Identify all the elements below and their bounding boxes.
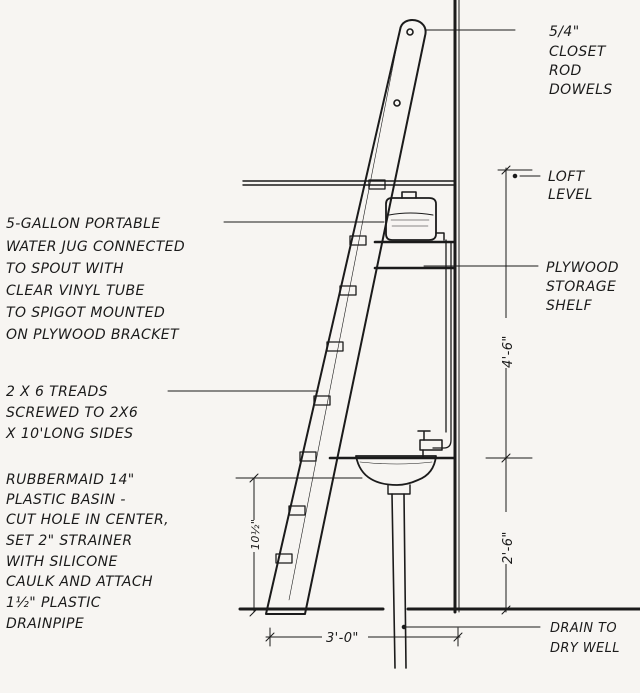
label-shelf-line: SHELF <box>546 298 593 314</box>
label-basin-line: SET 2" STRAINER <box>6 533 132 549</box>
dowel-top <box>406 28 414 36</box>
plastic-basin <box>355 455 437 486</box>
label-treads: 2 X 6 TREADS SCREWED TO 2X6 X 10'LONG SI… <box>5 384 138 442</box>
dim-basin-height: 10½" <box>249 519 262 550</box>
label-loft-line: LOFT <box>548 169 586 185</box>
label-treads-line: 2 X 6 TREADS <box>6 384 108 400</box>
dim-mask-upper <box>496 318 516 368</box>
dim-mask-basin <box>245 520 263 552</box>
label-drain: DRAIN TO DRY WELL <box>550 621 620 656</box>
label-shelf-line: STORAGE <box>546 279 616 295</box>
label-drain-line: DRY WELL <box>550 641 620 656</box>
label-drain-line: DRAIN TO <box>550 621 617 636</box>
label-basin-line: WITH SILICONE <box>6 554 118 570</box>
dim-mask-width <box>322 628 368 646</box>
label-dowels-line: CLOSET <box>549 44 607 60</box>
label-basin-line: RUBBERMAID 14" <box>6 472 135 488</box>
dim-lower-height: 2'-6" <box>501 531 516 564</box>
dim-floor-width: 3'-0" <box>326 631 359 646</box>
dimension-lines <box>245 165 533 647</box>
wall <box>453 0 460 614</box>
label-jug-line: TO SPOUT WITH <box>6 261 124 277</box>
label-shelf: PLYWOOD STORAGE SHELF <box>546 260 619 314</box>
label-jug-line: TO SPIGOT MOUNTED <box>6 305 165 321</box>
label-dowels-line: ROD <box>549 63 582 79</box>
label-shelf-line: PLYWOOD <box>546 260 619 276</box>
label-jug-line: WATER JUG CONNECTED <box>6 239 185 255</box>
label-basin-line: CUT HOLE IN CENTER, <box>6 512 169 528</box>
label-jug-line: CLEAR VINYL TUBE <box>6 283 145 299</box>
spigot <box>417 430 443 459</box>
jug-shelf <box>373 240 456 270</box>
label-jug: 5-GALLON PORTABLE WATER JUG CONNECTED TO… <box>6 216 185 343</box>
label-jug-line: 5-GALLON PORTABLE <box>6 216 161 232</box>
label-dowels: 5/4" CLOSET ROD DOWELS <box>549 24 613 98</box>
label-treads-line: X 10'LONG SIDES <box>5 426 133 442</box>
ladder <box>265 19 427 615</box>
ladder-treads <box>275 179 386 564</box>
vinyl-tube <box>432 239 452 449</box>
label-basin-line: DRAINPIPE <box>6 616 84 632</box>
dim-mask-lower <box>496 512 516 564</box>
label-jug-line: ON PLYWOOD BRACKET <box>6 327 180 343</box>
dim-upper-height: 4'-6" <box>501 335 516 368</box>
label-dowels-line: DOWELS <box>549 82 613 98</box>
label-basin-line: PLASTIC BASIN - <box>6 492 126 508</box>
water-jug <box>385 191 445 241</box>
label-basin-line: CAULK AND ATTACH <box>6 574 153 590</box>
label-loft-line: LEVEL <box>548 187 593 203</box>
label-loft: LOFT LEVEL <box>548 169 593 203</box>
label-basin: RUBBERMAID 14" PLASTIC BASIN - CUT HOLE … <box>6 472 169 632</box>
leader-lines <box>167 29 541 630</box>
label-dowels-line: 5/4" <box>549 24 580 40</box>
label-basin-line: 1½" PLASTIC <box>6 595 101 611</box>
loft-floor <box>242 180 455 186</box>
dowel-lower <box>393 99 401 107</box>
drainpipe <box>387 484 411 669</box>
label-treads-line: SCREWED TO 2X6 <box>6 405 138 421</box>
